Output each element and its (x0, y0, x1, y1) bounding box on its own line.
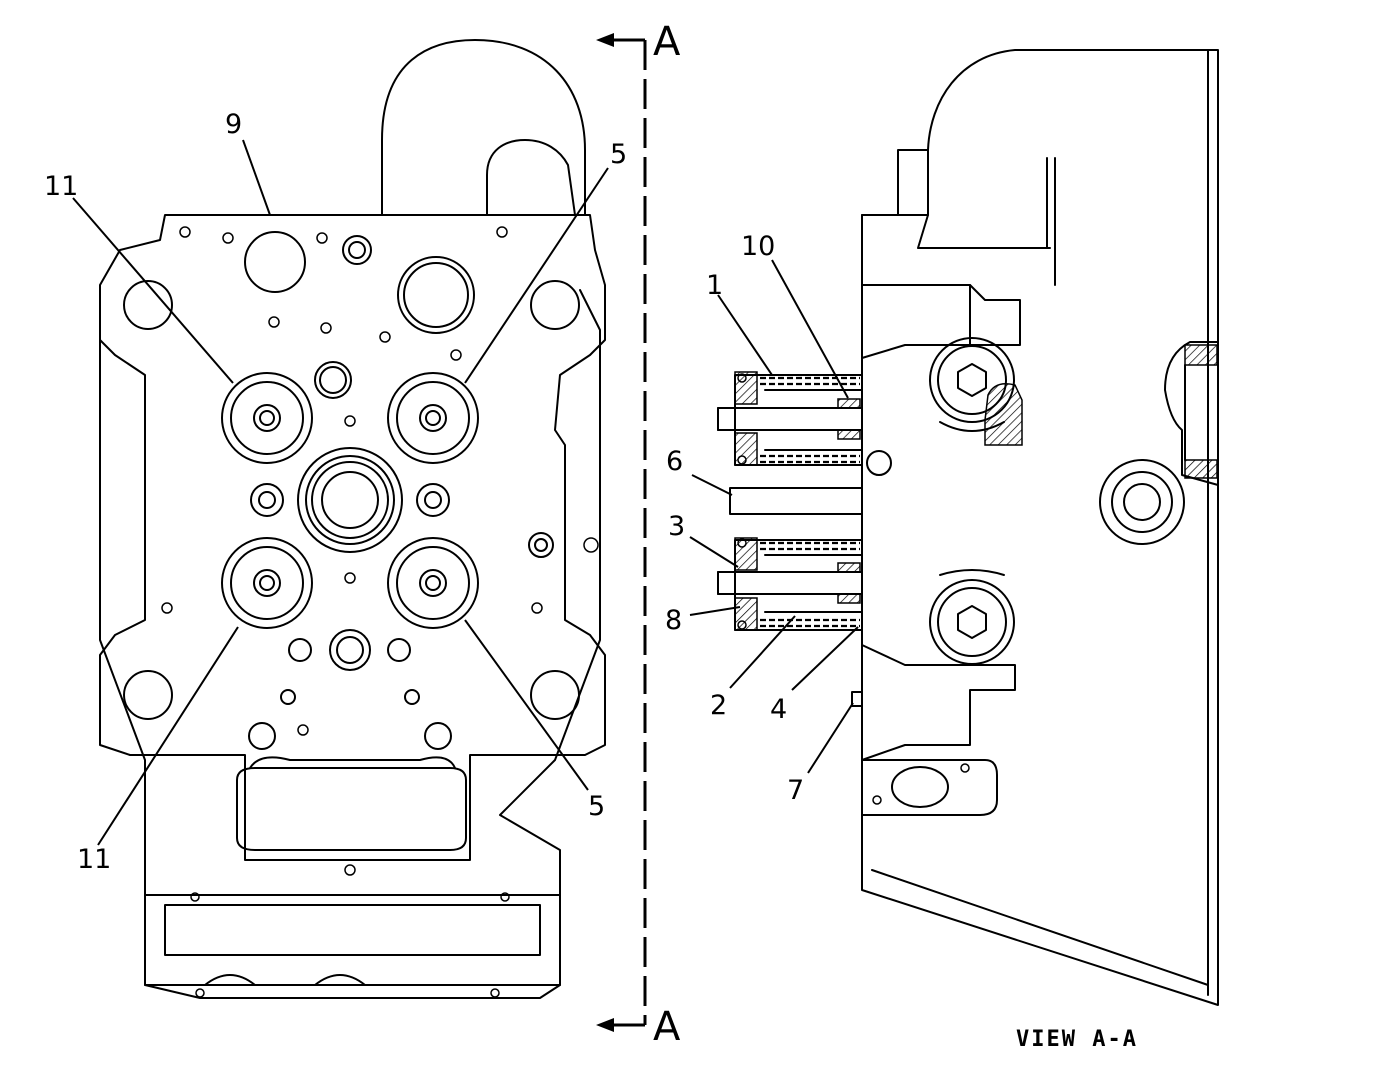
front-view (99, 39, 606, 999)
port-low-6 (248, 722, 276, 750)
callout-11-bottom: 11 (77, 844, 111, 875)
dowel-pin (851, 691, 863, 707)
tube-inner (486, 139, 576, 216)
valve-face-tr (387, 372, 479, 464)
callout-7: 7 (787, 775, 804, 806)
callout-8: 8 (665, 605, 682, 636)
callout-9: 9 (225, 109, 242, 140)
retainer-pin (984, 383, 1023, 446)
pin-hole (866, 450, 892, 476)
mount-hole-bl (123, 670, 173, 720)
mount-hole-tr (530, 280, 580, 330)
section-view: VIEW A-A (717, 49, 1219, 1052)
hex-bolt-upper (929, 337, 1015, 423)
view-label: VIEW A-A (1016, 1027, 1138, 1052)
valve-face-br (387, 537, 479, 629)
section-letter-bottom: A (653, 1004, 681, 1050)
lower-window (236, 767, 467, 851)
bottom-pan (144, 892, 561, 998)
callout-11-top: 11 (44, 171, 78, 202)
mount-hole-tl (123, 280, 173, 330)
callout-2: 2 (710, 690, 727, 721)
port-low-2-inner (336, 636, 364, 664)
valve-face-tl (221, 372, 313, 464)
bolt-holes (161, 226, 599, 876)
callout-4: 4 (770, 694, 787, 725)
section-line: A A (596, 19, 681, 1050)
callout-5-bottom: 5 (588, 791, 605, 822)
port-low-7 (424, 722, 452, 750)
valve-face-bl (221, 537, 313, 629)
callout-10: 10 (741, 231, 775, 262)
top-dome (381, 39, 586, 216)
solenoid-upper (717, 371, 863, 466)
section-letter-top: A (653, 19, 681, 65)
port-mid-inner (319, 366, 347, 394)
port-large-top (397, 256, 475, 334)
port-top-left (244, 231, 306, 293)
section-body (861, 49, 1219, 1006)
solenoid-lower (717, 537, 863, 631)
arrow-bottom (596, 1018, 614, 1032)
callout-6: 6 (666, 446, 683, 477)
port-low-3 (387, 638, 411, 662)
port-small-top-inner (348, 241, 366, 259)
center-boss (250, 447, 554, 558)
hex-bolt-lower (929, 579, 1015, 665)
callouts: 9 11 5 11 5 10 1 6 3 8 2 4 7 (44, 109, 859, 875)
port-low-1 (288, 638, 312, 662)
rod (729, 487, 863, 515)
housing-outline (99, 289, 601, 999)
callout-5-top: 5 (610, 139, 627, 170)
port-low-2 (329, 629, 371, 671)
port-small-top (342, 235, 372, 265)
passage-upper (861, 284, 1021, 359)
front-plate (99, 214, 606, 861)
port-mid (314, 361, 352, 399)
right-plug (1099, 341, 1219, 545)
arrow-top (596, 33, 614, 47)
port-low-5 (404, 689, 420, 705)
passage-lower (861, 644, 1016, 761)
callout-3: 3 (668, 511, 685, 542)
callout-1: 1 (706, 270, 723, 301)
port-low-4 (280, 689, 296, 705)
mount-hole-br (530, 670, 580, 720)
bottom-flange (861, 759, 998, 816)
port-large-top-inner (403, 262, 469, 328)
